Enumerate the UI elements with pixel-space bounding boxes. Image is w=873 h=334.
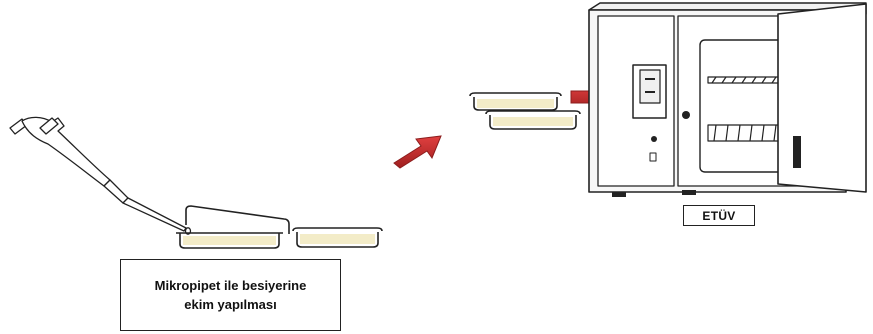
caption-line-1: Mikropipet ile besiyerine — [154, 278, 307, 293]
petri-dish-icon — [485, 110, 581, 130]
incubator-icon — [588, 2, 867, 197]
caption-box: Mikropipet ile besiyerine ekim yapılması — [120, 259, 341, 331]
caption-line-2: ekim yapılması — [184, 297, 277, 312]
petri-dish-icon — [469, 92, 562, 111]
micropipette-icon — [9, 116, 192, 235]
incubator-label: ETÜV — [683, 205, 755, 226]
petri-dish-icon — [292, 227, 383, 248]
petri-dish-icon — [176, 205, 290, 249]
red-arrow-icon — [393, 135, 442, 169]
